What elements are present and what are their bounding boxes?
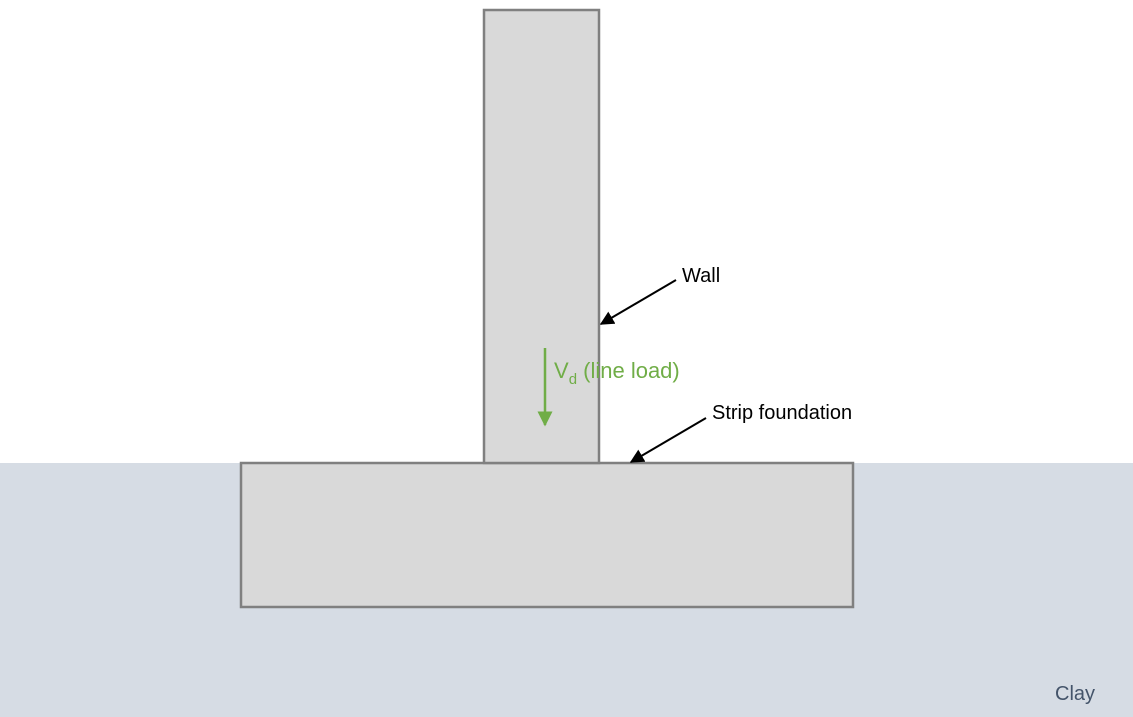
wall-label: Wall — [682, 265, 720, 287]
foundation-pointer-arrow — [629, 417, 707, 463]
load-description: (line load) — [577, 358, 680, 383]
strip-foundation-label: Strip foundation — [712, 402, 852, 424]
strip-foundation — [239, 461, 855, 609]
wall-pointer-arrow — [599, 279, 677, 325]
load-subscript: d — [569, 371, 577, 388]
line-load-label: Vd (line load) — [554, 358, 680, 388]
load-symbol: V — [554, 358, 569, 383]
wall — [482, 8, 601, 465]
clay-label: Clay — [1055, 683, 1095, 705]
